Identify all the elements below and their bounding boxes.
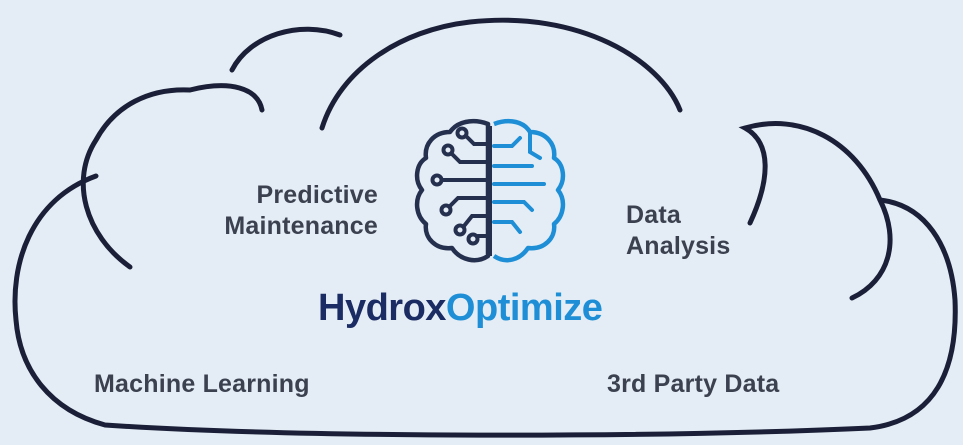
brand-logo: HydroxOptimize: [318, 286, 603, 332]
data-line1: Data: [626, 201, 681, 229]
data-analysis-label: Data Analysis: [626, 200, 730, 263]
data-line2: Analysis: [626, 232, 731, 261]
third-party-data-label: 3rd Party Data: [607, 370, 780, 398]
brain-left-circuits: [430, 126, 492, 246]
predictive-line2: Maintenance: [224, 212, 378, 241]
predictive-maintenance-label: Predictive Maintenance: [224, 180, 378, 243]
cloud-lobe-right: [738, 121, 893, 301]
cloud-outline: [12, 173, 958, 438]
brand-part1: Hydrox: [318, 287, 446, 329]
brain-left-hemisphere: [414, 119, 491, 263]
cloud-lobe-left: [80, 83, 265, 270]
machine-learning-label: Machine Learning: [94, 370, 310, 398]
brain-circuit-icon: [414, 119, 566, 263]
predictive-line1: Predictive: [256, 181, 378, 209]
brand-part2: Optimize: [445, 287, 603, 329]
cloud-lobe-top-left: [229, 26, 343, 73]
brain-right-circuits: [492, 130, 546, 234]
cloud-lobe-top: [319, 17, 683, 131]
